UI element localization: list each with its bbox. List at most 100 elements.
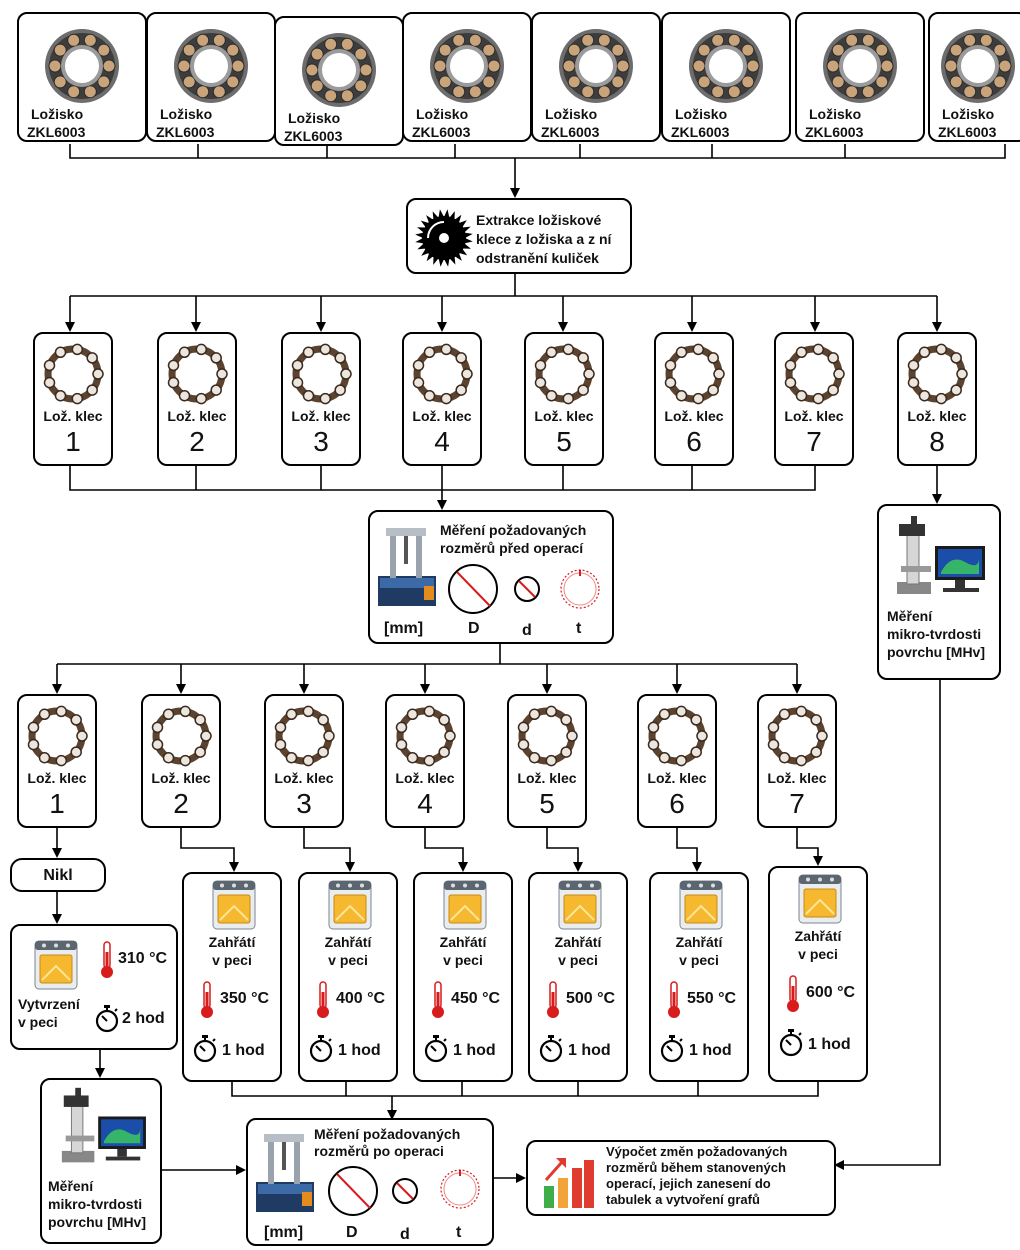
hardness-right-box: Měření mikro-tvrdosti povrchu [MHv] — [877, 504, 1001, 680]
measure-before-t: t — [576, 620, 581, 637]
thermometer-icon — [314, 980, 332, 1020]
bearing-cage-icon — [530, 342, 598, 406]
result-line4: tabulek a vytvoření grafů — [606, 1192, 760, 1208]
heating-line2: v peci — [300, 952, 396, 969]
stopwatch-icon — [659, 1034, 685, 1064]
cage-label: Lož. klec — [35, 408, 111, 424]
bearing-label-line2: ZKL6003 — [805, 124, 863, 141]
bar-chart-growth-icon — [540, 1150, 596, 1212]
bearing-label-line1: Ložisko — [675, 106, 727, 123]
measure-before-box: Měření požadovaných rozměrů před operací… — [368, 510, 614, 644]
oven-icon — [558, 880, 602, 930]
measure-after-d: d — [400, 1226, 410, 1243]
vytvrzeni-time: 2 hod — [122, 1010, 165, 1027]
cmm-machine-icon — [254, 1130, 316, 1216]
bearing-icon — [38, 26, 126, 106]
cage-number: 1 — [35, 426, 111, 458]
heating-line2: v peci — [530, 952, 626, 969]
bearing-cage-icon — [643, 704, 711, 768]
cage-label: Lož. klec — [526, 408, 602, 424]
cage-label: Lož. klec — [404, 408, 480, 424]
microscope-computer-icon — [52, 1084, 152, 1170]
bearing-icon — [423, 26, 511, 106]
bearing-cage-icon — [270, 704, 338, 768]
stopwatch-icon — [538, 1034, 564, 1064]
cage-number: 5 — [509, 788, 585, 820]
diameter-d-icon — [512, 574, 542, 604]
measure-before-title2: rozměrů před operací — [440, 540, 583, 557]
bearing-label-line1: Ložisko — [416, 106, 468, 123]
cage-label: Lož. klec — [387, 770, 463, 786]
oven-icon — [443, 880, 487, 930]
bearing-label-line1: Ložisko — [942, 106, 994, 123]
bearing-label-line1: Ložisko — [545, 106, 597, 123]
oven-icon — [328, 880, 372, 930]
heating-line1: Zahřátí — [530, 934, 626, 951]
heating-line1: Zahřátí — [184, 934, 280, 951]
vytvrzeni-line1: Vytvrzení — [18, 996, 80, 1013]
bearing-icon — [552, 26, 640, 106]
stopwatch-icon — [94, 1004, 120, 1034]
cage-card: Lož. klec1 — [17, 694, 97, 828]
bearing-label-line2: ZKL6003 — [541, 124, 599, 141]
cage-label: Lož. klec — [899, 408, 975, 424]
measure-after-title2: rozměrů po operaci — [314, 1143, 444, 1160]
cage-card: Lož. klec7 — [774, 332, 854, 466]
measure-before-D: D — [468, 620, 480, 637]
oven-icon — [679, 880, 723, 930]
bearing-cage-icon — [391, 704, 459, 768]
bearing-icon — [816, 26, 904, 106]
measure-after-box: Měření požadovaných rozměrů po operaci [… — [246, 1118, 494, 1246]
bearing-label-line1: Ložisko — [288, 110, 340, 127]
hardness-left-line1: Měření — [48, 1178, 93, 1195]
oven-icon — [34, 940, 78, 990]
bearing-label-line2: ZKL6003 — [938, 124, 996, 141]
saw-blade-icon — [414, 208, 474, 268]
bearing-cage-icon — [513, 704, 581, 768]
stopwatch-icon — [778, 1028, 804, 1058]
bearing-cage-icon — [660, 342, 728, 406]
bearing-label-line1: Ložisko — [31, 106, 83, 123]
bearing-icon — [167, 26, 255, 106]
bearing-label-line2: ZKL6003 — [27, 124, 85, 141]
cage-number: 6 — [639, 788, 715, 820]
heating-time: 1 hod — [453, 1042, 496, 1059]
cage-label: Lož. klec — [639, 770, 715, 786]
bearing-cage-icon — [39, 342, 107, 406]
thickness-t-icon — [558, 564, 602, 614]
measure-after-D: D — [346, 1224, 358, 1241]
heating-line1: Zahřátí — [651, 934, 747, 951]
hardness-left-box: Měření mikro-tvrdosti povrchu [MHv] — [40, 1078, 162, 1244]
heating-temp: 600 °C — [806, 984, 855, 1001]
extraction-line2: klece z ložiska a z ní — [476, 231, 611, 248]
thickness-t-icon — [438, 1164, 482, 1214]
extraction-line3: odstranění kuliček — [476, 250, 599, 267]
heating-line1: Zahřátí — [770, 928, 866, 945]
stopwatch-icon — [308, 1034, 334, 1064]
heating-temp: 500 °C — [566, 990, 615, 1007]
cage-label: Lož. klec — [759, 770, 835, 786]
heating-line2: v peci — [415, 952, 511, 969]
bearing-cage-icon — [147, 704, 215, 768]
hardness-left-line2: mikro-tvrdosti — [48, 1196, 142, 1213]
thermometer-icon — [784, 974, 802, 1014]
heating-card: Zahřátív peci 500 °C 1 hod — [528, 872, 628, 1082]
heating-temp: 400 °C — [336, 990, 385, 1007]
oven-icon — [212, 880, 256, 930]
measure-after-t: t — [456, 1224, 461, 1241]
cage-number: 1 — [19, 788, 95, 820]
cage-number: 3 — [266, 788, 342, 820]
result-line2: rozměrů během stanovených — [606, 1160, 786, 1176]
cage-card: Lož. klec7 — [757, 694, 837, 828]
cage-card: Lož. klec2 — [141, 694, 221, 828]
extraction-line1: Extrakce ložiskové — [476, 212, 601, 229]
cage-number: 2 — [143, 788, 219, 820]
bearing-icon — [934, 26, 1020, 106]
thermometer-icon — [665, 980, 683, 1020]
